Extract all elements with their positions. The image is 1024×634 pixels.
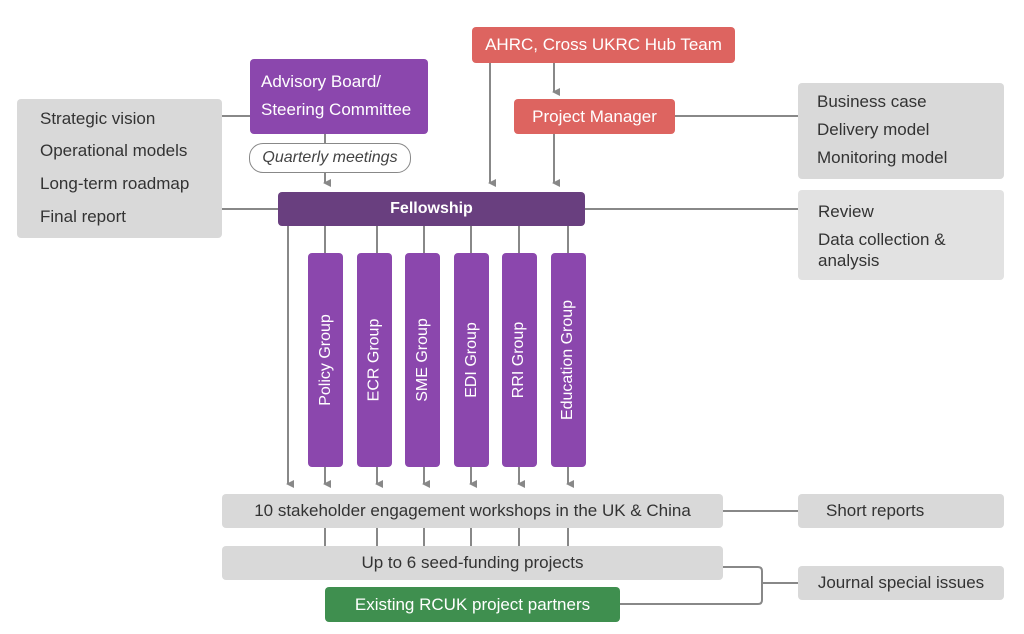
- group-label: Policy Group: [316, 314, 334, 406]
- project-manager-box: Project Manager: [514, 99, 675, 134]
- output-item: Data collection &: [818, 230, 946, 249]
- review-outputs-box: Review Data collection & analysis: [798, 190, 1004, 280]
- output-item: Final report: [40, 207, 126, 226]
- fellowship-box: Fellowship: [278, 192, 585, 226]
- rri-group-box: RRI Group: [502, 253, 537, 467]
- strategic-outputs-box: Strategic vision Operational models Long…: [17, 99, 222, 238]
- output-item: Monitoring model: [817, 148, 948, 167]
- policy-group-box: Policy Group: [308, 253, 343, 467]
- ecr-group-box: ECR Group: [357, 253, 392, 467]
- advisory-board-line2: Steering Committee: [261, 100, 412, 119]
- group-label: Education Group: [559, 299, 577, 421]
- output-item: Delivery model: [817, 120, 930, 139]
- journal-issues-box: Journal special issues: [798, 566, 1004, 600]
- group-label: SME Group: [413, 318, 431, 402]
- short-reports-box: Short reports: [798, 494, 1004, 528]
- output-item: analysis: [818, 251, 880, 270]
- hub-team-box: AHRC, Cross UKRC Hub Team: [472, 27, 735, 63]
- group-label: RRI Group: [510, 321, 528, 399]
- seed-funding-box: Up to 6 seed-funding projects: [222, 546, 723, 580]
- rcuk-partners-box: Existing RCUK project partners: [325, 587, 620, 622]
- advisory-board-box: Advisory Board/ Steering Committee: [250, 59, 428, 134]
- pm-outputs-box: Business case Delivery model Monitoring …: [798, 83, 1004, 179]
- sme-group-box: SME Group: [405, 253, 440, 467]
- output-item: Long-term roadmap: [40, 174, 190, 193]
- group-label: ECR Group: [365, 318, 383, 402]
- bracket-to-journal: [620, 566, 763, 605]
- output-item: Review: [818, 202, 874, 221]
- edi-group-box: EDI Group: [454, 253, 489, 467]
- output-item: Operational models: [40, 141, 188, 160]
- output-item: Strategic vision: [40, 109, 156, 128]
- quarterly-meetings-label: Quarterly meetings: [249, 143, 411, 173]
- output-item: Business case: [817, 92, 927, 111]
- education-group-box: Education Group: [551, 253, 586, 467]
- advisory-board-line1: Advisory Board/: [261, 72, 381, 91]
- group-label: EDI Group: [462, 322, 480, 398]
- workshops-box: 10 stakeholder engagement workshops in t…: [222, 494, 723, 528]
